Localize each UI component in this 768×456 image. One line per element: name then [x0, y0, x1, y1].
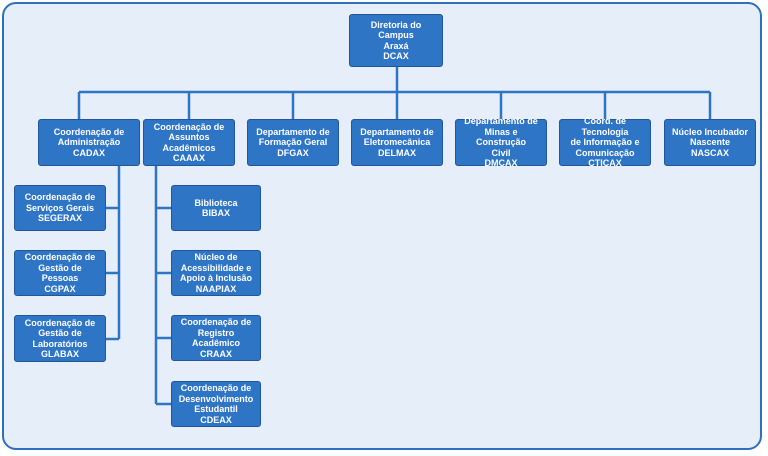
node-nascax: Núcleo Incubador Nascente NASCAX [664, 119, 756, 166]
node-bibax: Biblioteca BIBAX [171, 185, 261, 231]
node-segerax-label: Coordenação de Serviços Gerais SEGERAX [24, 192, 96, 224]
node-naapiax-label: Núcleo de Acessibilidade e Apoio à Inclu… [179, 252, 252, 294]
node-delmax: Departamento de Eletromecânica DELMAX [351, 119, 443, 166]
node-cticax-label: Coord. de Tecnologia de Informação e Com… [570, 116, 640, 169]
node-cdeax-label: Coordenação de Desenvolvimento Estudanti… [178, 383, 254, 425]
node-cgpax-label: Coordenação de Gestão de Pessoas CGPAX [24, 252, 96, 294]
node-dfgax-label: Departamento de Formação Geral DFGAX [256, 126, 330, 158]
node-dfgax: Departamento de Formação Geral DFGAX [247, 119, 339, 166]
node-craax: Coordenação de Registro Acadêmico CRAAX [171, 315, 261, 361]
node-naapiax: Núcleo de Acessibilidade e Apoio à Inclu… [171, 250, 261, 296]
node-dmcax: Departamento de Minas e Construção Civil… [455, 116, 547, 169]
node-bibax-label: Biblioteca BIBAX [194, 197, 238, 219]
node-dcax-label: Diretoria do Campus Araxá DCAX [370, 19, 422, 62]
node-craax-label: Coordenação de Registro Acadêmico CRAAX [180, 317, 252, 359]
node-dmcax-label: Departamento de Minas e Construção Civil… [464, 116, 538, 169]
node-nascax-label: Núcleo Incubador Nascente NASCAX [671, 126, 748, 158]
chart-frame [2, 2, 762, 450]
node-cdeax: Coordenação de Desenvolvimento Estudanti… [171, 381, 261, 427]
node-glabax-label: Coordenação de Gestão de Laboratórios GL… [24, 317, 96, 360]
node-cgpax: Coordenação de Gestão de Pessoas CGPAX [14, 250, 106, 296]
node-cadax-label: Coordenação de Administração CADAX [53, 126, 125, 158]
node-caaax: Coordenação de Assuntos Acadêmicos CAAAX [143, 119, 235, 166]
node-dcax: Diretoria do Campus Araxá DCAX [349, 14, 443, 67]
node-glabax: Coordenação de Gestão de Laboratórios GL… [14, 315, 106, 362]
node-caaax-label: Coordenação de Assuntos Acadêmicos CAAAX [153, 121, 225, 164]
node-segerax: Coordenação de Serviços Gerais SEGERAX [14, 185, 106, 231]
node-delmax-label: Departamento de Eletromecânica DELMAX [360, 126, 434, 158]
node-cticax: Coord. de Tecnologia de Informação e Com… [559, 116, 651, 169]
node-cadax: Coordenação de Administração CADAX [38, 119, 140, 166]
